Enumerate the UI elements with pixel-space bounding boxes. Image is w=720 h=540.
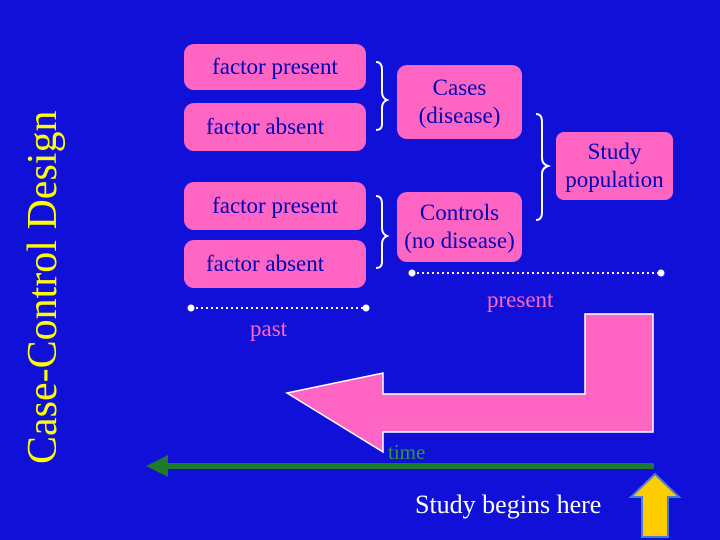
factor-absent-box-cases: factor absent xyxy=(184,103,366,151)
past-label: past xyxy=(250,316,288,341)
study-begins-label: Study begins here xyxy=(415,490,602,519)
time-arrow-head xyxy=(146,455,168,477)
study-begins-arrow xyxy=(628,472,682,538)
bracket-study-population xyxy=(535,113,552,221)
controls-box: Controls (no disease) xyxy=(397,192,522,262)
study-population-box: Study population xyxy=(556,132,673,200)
bracket-controls xyxy=(375,195,390,269)
present-label: present xyxy=(487,287,554,312)
factor-absent-box-controls: factor absent xyxy=(184,240,366,288)
backward-arrow xyxy=(284,313,654,454)
factor-present-box-controls: factor present xyxy=(184,182,366,230)
time-label: time xyxy=(388,440,426,464)
bracket-cases xyxy=(375,61,390,131)
cases-box: Cases (disease) xyxy=(397,65,522,139)
factor-present-box-cases: factor present xyxy=(184,44,366,90)
